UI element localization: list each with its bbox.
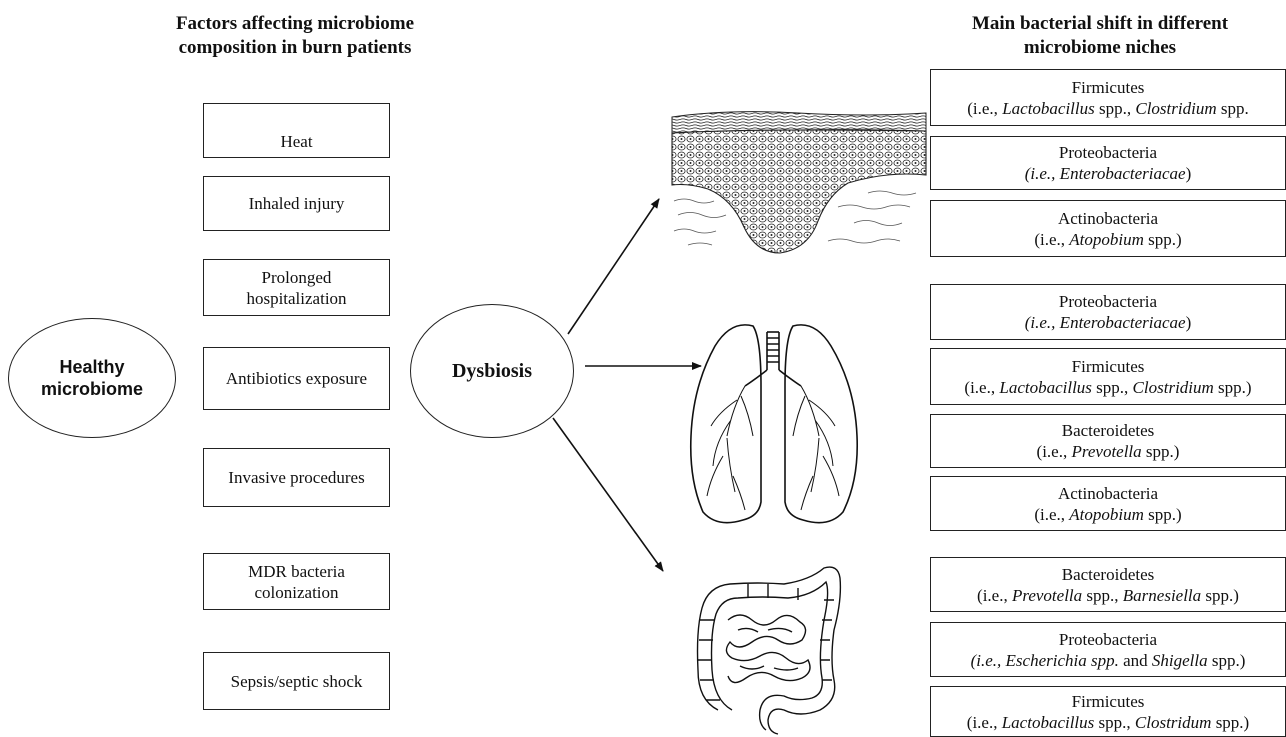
shifts-heading-line-2: microbiome niches xyxy=(1023,37,1177,58)
factors-heading-line-2: composition in burn patients xyxy=(178,37,412,58)
arrow-to-skin xyxy=(567,198,660,335)
lung-shift-proteobacteria: Proteobacteria (i.e., Enterobacteriacae) xyxy=(930,284,1286,340)
factor-box-sepsis: Sepsis/septic shock xyxy=(203,652,390,710)
skin-shift-proteobacteria: Proteobacteria (i.e., Enterobacteriacae) xyxy=(930,136,1286,190)
shifts-heading-line-1: Main bacterial shift in different xyxy=(971,13,1229,34)
factor-box-heat: Heat xyxy=(203,103,390,158)
phylum-label: Actinobacteria xyxy=(1057,208,1159,228)
gut-shift-bacteroidetes: Bacteroidetes (i.e., Prevotella spp., Ba… xyxy=(930,557,1286,612)
factor-label: MDR bacteria xyxy=(248,561,345,581)
factors-heading: Factors affecting microbiome composition… xyxy=(120,12,470,60)
skin-tissue-icon xyxy=(671,111,927,254)
examples-label: (i.e., Prevotella spp.) xyxy=(1036,442,1180,461)
phylum-label: Proteobacteria xyxy=(1058,629,1158,649)
factor-label: Invasive procedures xyxy=(228,468,365,487)
examples-label: (i.e., Atopobium spp.) xyxy=(1034,504,1182,524)
factor-label: Heat xyxy=(280,132,313,151)
examples-label: (i.e., Enterobacteriacae) xyxy=(1024,164,1192,183)
phylum-label: Firmicutes xyxy=(1071,356,1145,376)
lung-shift-firmicutes: Firmicutes (i.e., Lactobacillus spp., Cl… xyxy=(930,348,1286,405)
examples-label: (i.e., Enterobacteriacae) xyxy=(1024,313,1192,332)
skin-shift-firmicutes: Firmicutes (i.e., Lactobacillus spp., Cl… xyxy=(930,69,1286,126)
gut-shift-proteobacteria: Proteobacteria (i.e., Escherichia spp. a… xyxy=(930,622,1286,677)
factor-label: Prolonged xyxy=(261,267,332,287)
healthy-line-1: Healthy xyxy=(59,357,125,377)
examples-label: (i.e., Prevotella spp., Barnesiella spp.… xyxy=(977,585,1239,605)
gut-shift-firmicutes: Firmicutes (i.e., Lactobacillus spp., Cl… xyxy=(930,686,1286,737)
phylum-label: Proteobacteria xyxy=(1058,292,1158,311)
factor-box-inhaled-injury: Inhaled injury xyxy=(203,176,390,231)
phylum-label: Firmicutes xyxy=(1071,691,1145,711)
arrow-to-gut xyxy=(552,417,664,572)
examples-label: (i.e., Lactobacillus spp., Clostridum sp… xyxy=(966,712,1250,732)
skin-shift-actinobacteria: Actinobacteria (i.e., Atopobium spp.) xyxy=(930,200,1286,257)
examples-label: (i.e., Lactobacillus spp., Clostridium s… xyxy=(967,98,1249,118)
examples-label: (i.e., Atopobium spp.) xyxy=(1034,229,1182,249)
factor-label: colonization xyxy=(254,582,339,602)
shifts-heading: Main bacterial shift in different microb… xyxy=(935,12,1265,60)
factor-box-antibiotics-exposure: Antibiotics exposure xyxy=(203,347,390,410)
phylum-label: Firmicutes xyxy=(1071,77,1145,97)
phylum-label: Bacteroidetes xyxy=(1061,421,1155,440)
phylum-label: Bacteroidetes xyxy=(1061,564,1155,584)
healthy-microbiome-node: Healthy microbiome xyxy=(8,318,176,438)
dysbiosis-node: Dysbiosis xyxy=(410,304,574,438)
lung-shift-actinobacteria: Actinobacteria (i.e., Atopobium spp.) xyxy=(930,476,1286,531)
lung-shift-bacteroidetes: Bacteroidetes (i.e., Prevotella spp.) xyxy=(930,414,1286,468)
factor-label: Sepsis/septic shock xyxy=(230,671,363,691)
phylum-label: Actinobacteria xyxy=(1057,483,1159,503)
factors-heading-line-1: Factors affecting microbiome xyxy=(175,13,415,34)
healthy-line-2: microbiome xyxy=(40,379,144,399)
factor-label: Antibiotics exposure xyxy=(225,369,368,388)
intestine-icon xyxy=(696,566,842,735)
factor-box-mdr-colonization: MDR bacteria colonization xyxy=(203,553,390,610)
examples-label: (i.e., Escherichia spp. and Shigella spp… xyxy=(970,650,1246,670)
factor-label: hospitalization xyxy=(246,288,347,308)
phylum-label: Proteobacteria xyxy=(1058,143,1158,162)
factor-box-invasive-procedures: Invasive procedures xyxy=(203,448,390,507)
examples-label: (i.e., Lactobacillus spp., Clostridium s… xyxy=(964,377,1252,397)
dysbiosis-label: Dysbiosis xyxy=(451,359,533,382)
factor-label: Inhaled injury xyxy=(248,194,345,213)
factor-box-prolonged-hospitalization: Prolonged hospitalization xyxy=(203,259,390,316)
lungs-icon xyxy=(689,324,859,524)
